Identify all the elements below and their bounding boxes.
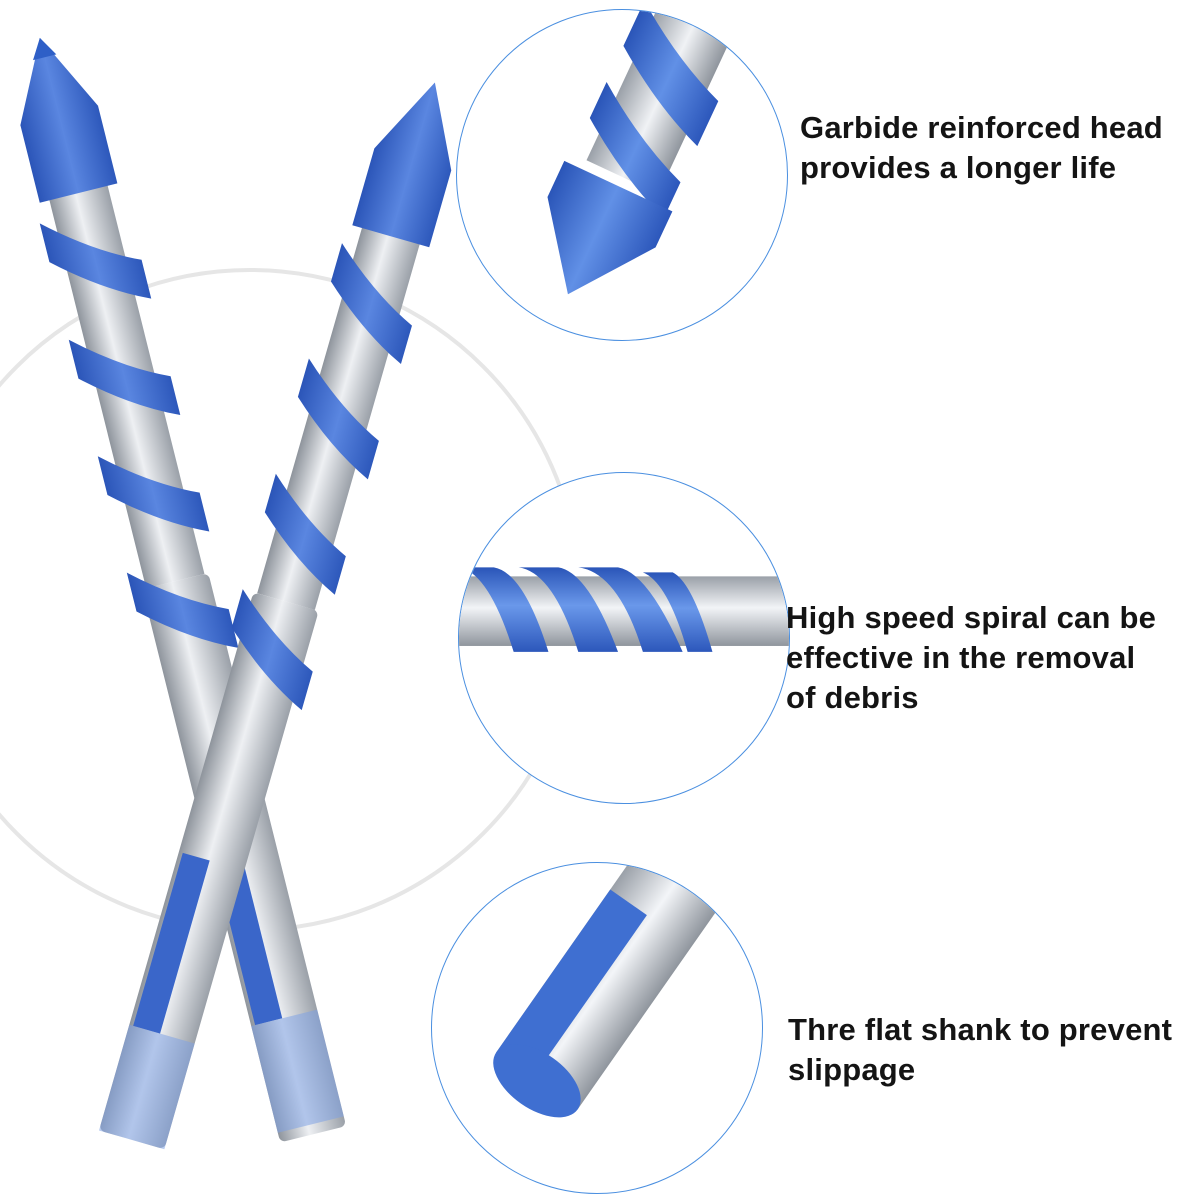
feature-caption-spiral: High speed spiral can be effective in th… bbox=[786, 600, 1157, 715]
detail-circle-shank bbox=[431, 862, 763, 1194]
feature-caption-head: Garbide reinforced head provides a longe… bbox=[800, 110, 1163, 185]
detail-circle-tip bbox=[456, 9, 788, 341]
drill-spiral-closeup-icon bbox=[459, 567, 789, 652]
right-drill-bit bbox=[98, 82, 452, 1150]
detail-circle-spiral bbox=[458, 472, 790, 804]
drill-shank-closeup-icon bbox=[493, 863, 738, 1118]
drill-tip-closeup-icon bbox=[547, 10, 751, 295]
crossed-drill-bits-illustration bbox=[20, 37, 452, 1150]
feature-caption-shank: Thre flat shank to prevent slippage bbox=[788, 1012, 1173, 1087]
